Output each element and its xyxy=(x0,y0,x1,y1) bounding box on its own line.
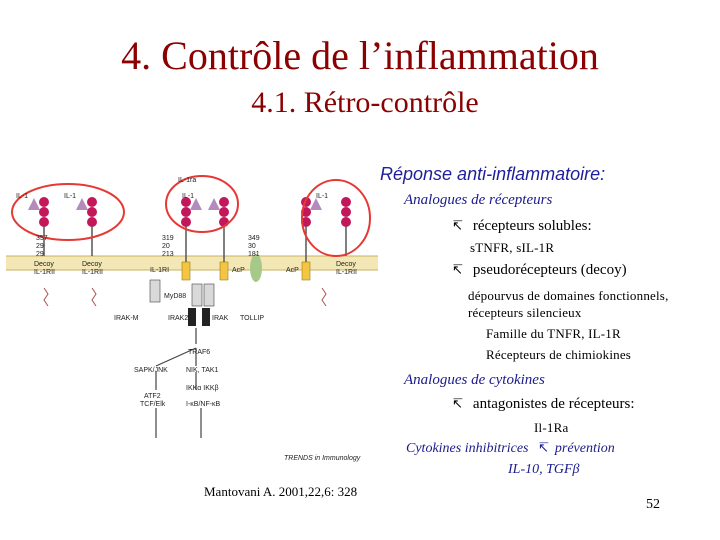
soluble-receptors: récepteurs solubles: xyxy=(472,218,592,234)
soluble-examples: sTNFR, sIL-1R xyxy=(470,240,555,255)
label-decoy-3b: IL-1RII xyxy=(336,269,357,276)
il1-receptor-figure: IL-1 IL-1 IL-1ra IL-1 IL-1 357 29 29 319… xyxy=(6,168,378,468)
slide-title: 4. Contrôle de l’inflammation xyxy=(121,33,599,78)
inhibitory-examples: IL-10, TGFβ xyxy=(508,462,580,477)
label-irak2: IRAK2 xyxy=(168,315,188,322)
label-irak-m: IRAK-M xyxy=(114,315,139,322)
label-il1ra: IL-1ra xyxy=(178,177,196,184)
label-traf6: TRAF6 xyxy=(188,349,210,356)
label-decoy-1: Decoy xyxy=(34,261,54,268)
label-acp: AcP xyxy=(232,267,245,274)
label-il1-b: IL-1 xyxy=(64,193,76,200)
il1-ligand-5 xyxy=(310,198,322,210)
inhibitory-cytokines: Cytokines inhibitrices xyxy=(406,441,529,456)
receptor-diagram: IL-1 IL-1 IL-1ra IL-1 IL-1 357 29 29 319… xyxy=(6,175,378,462)
label-nfkb: I-κB/NF-κB xyxy=(186,401,221,408)
label-il1-c: IL-1 xyxy=(182,193,194,200)
pseudo-desc-2: récepteurs silencieux xyxy=(468,305,582,320)
tollip-complex xyxy=(250,254,262,282)
il1-ligand-4 xyxy=(208,198,220,210)
pseudo-desc-1: dépourvus de domaines fonctionnels, xyxy=(468,288,669,303)
highlight-decoy xyxy=(11,183,125,241)
label-irak: IRAK xyxy=(212,315,229,322)
label-tollip: TOLLIP xyxy=(240,315,264,322)
antagonists: antagonistes de récepteurs: xyxy=(472,396,635,412)
highlight-decoy-right xyxy=(301,179,371,257)
num-col3-c: 181 xyxy=(248,251,260,258)
arrow-up-left-icon: ↸ xyxy=(537,441,549,456)
label-il1ri: IL-1RI xyxy=(150,267,169,274)
num-col2-c: 213 xyxy=(162,251,174,258)
prevention: prévention xyxy=(554,441,615,456)
family-2: Récepteurs de chimiokines xyxy=(486,347,632,362)
num-col2-b: 20 xyxy=(162,243,170,250)
label-decoy-3: Decoy xyxy=(336,261,356,268)
num-col1-c: 29 xyxy=(36,251,44,258)
cell-membrane xyxy=(6,256,378,270)
highlight-il1ra xyxy=(165,175,239,233)
slide-subtitle: 4.1. Rétro-contrôle xyxy=(251,86,479,119)
family-1: Famille du TNFR, IL-1R xyxy=(486,326,621,341)
arrow-up-left-icon: ↸ xyxy=(452,263,463,278)
il1-ligand-3 xyxy=(190,198,202,210)
num-col3-a: 349 xyxy=(248,235,260,242)
label-acp-2: AcP xyxy=(286,267,299,274)
num-col1-a: 357 xyxy=(36,235,48,242)
page-number: 52 xyxy=(646,497,660,512)
antagonist-example: Il-1Ra xyxy=(534,420,569,435)
label-ikk: IKKα IKKβ xyxy=(186,385,219,392)
arrow-up-left-icon: ↸ xyxy=(452,219,463,234)
receptor-chains xyxy=(39,197,351,227)
num-col1-b: 29 xyxy=(36,243,44,250)
label-il1-a: IL-1 xyxy=(16,193,28,200)
soluble-receptors-line: ↸ récepteurs solubles: xyxy=(452,218,592,235)
label-tcf: TCF/Elk xyxy=(140,401,166,408)
journal-credit: TRENDS in Immunology xyxy=(284,455,361,462)
pseudo-receptors-line: ↸ pseudorécepteurs (decoy) xyxy=(452,262,627,279)
il1-ligand-2 xyxy=(76,198,88,210)
label-atf2: ATF2 xyxy=(144,393,161,400)
label-decoy-2b: IL-1RII xyxy=(82,269,103,276)
arrow-up-left-icon: ↸ xyxy=(452,397,463,412)
label-decoy-2: Decoy xyxy=(82,261,102,268)
analogues-receptors-heading: Analogues de récepteurs xyxy=(404,192,553,208)
inhibitory-cytokines-line: Cytokines inhibitrices ↸ prévention xyxy=(406,441,615,457)
num-col2-a: 319 xyxy=(162,235,174,242)
pseudo-receptors: pseudorécepteurs (decoy) xyxy=(472,262,627,278)
analogues-cytokines-heading: Analogues de cytokines xyxy=(404,372,545,388)
citation: Mantovani A. 2001,22,6: 328 xyxy=(204,484,358,499)
label-decoy-1b: IL-1RII xyxy=(34,269,55,276)
panel-heading: Réponse anti-inflammatoire: xyxy=(380,164,606,184)
label-il1-d: IL-1 xyxy=(316,193,328,200)
label-myd88: MyD88 xyxy=(164,293,186,300)
label-nik: NIK, TAK1 xyxy=(186,367,219,374)
antagonists-line: ↸ antagonistes de récepteurs: xyxy=(452,396,635,413)
il1-ligand-1 xyxy=(28,198,40,210)
label-sapk: SAPK/JNK xyxy=(134,367,168,374)
num-col3-b: 30 xyxy=(248,243,256,250)
